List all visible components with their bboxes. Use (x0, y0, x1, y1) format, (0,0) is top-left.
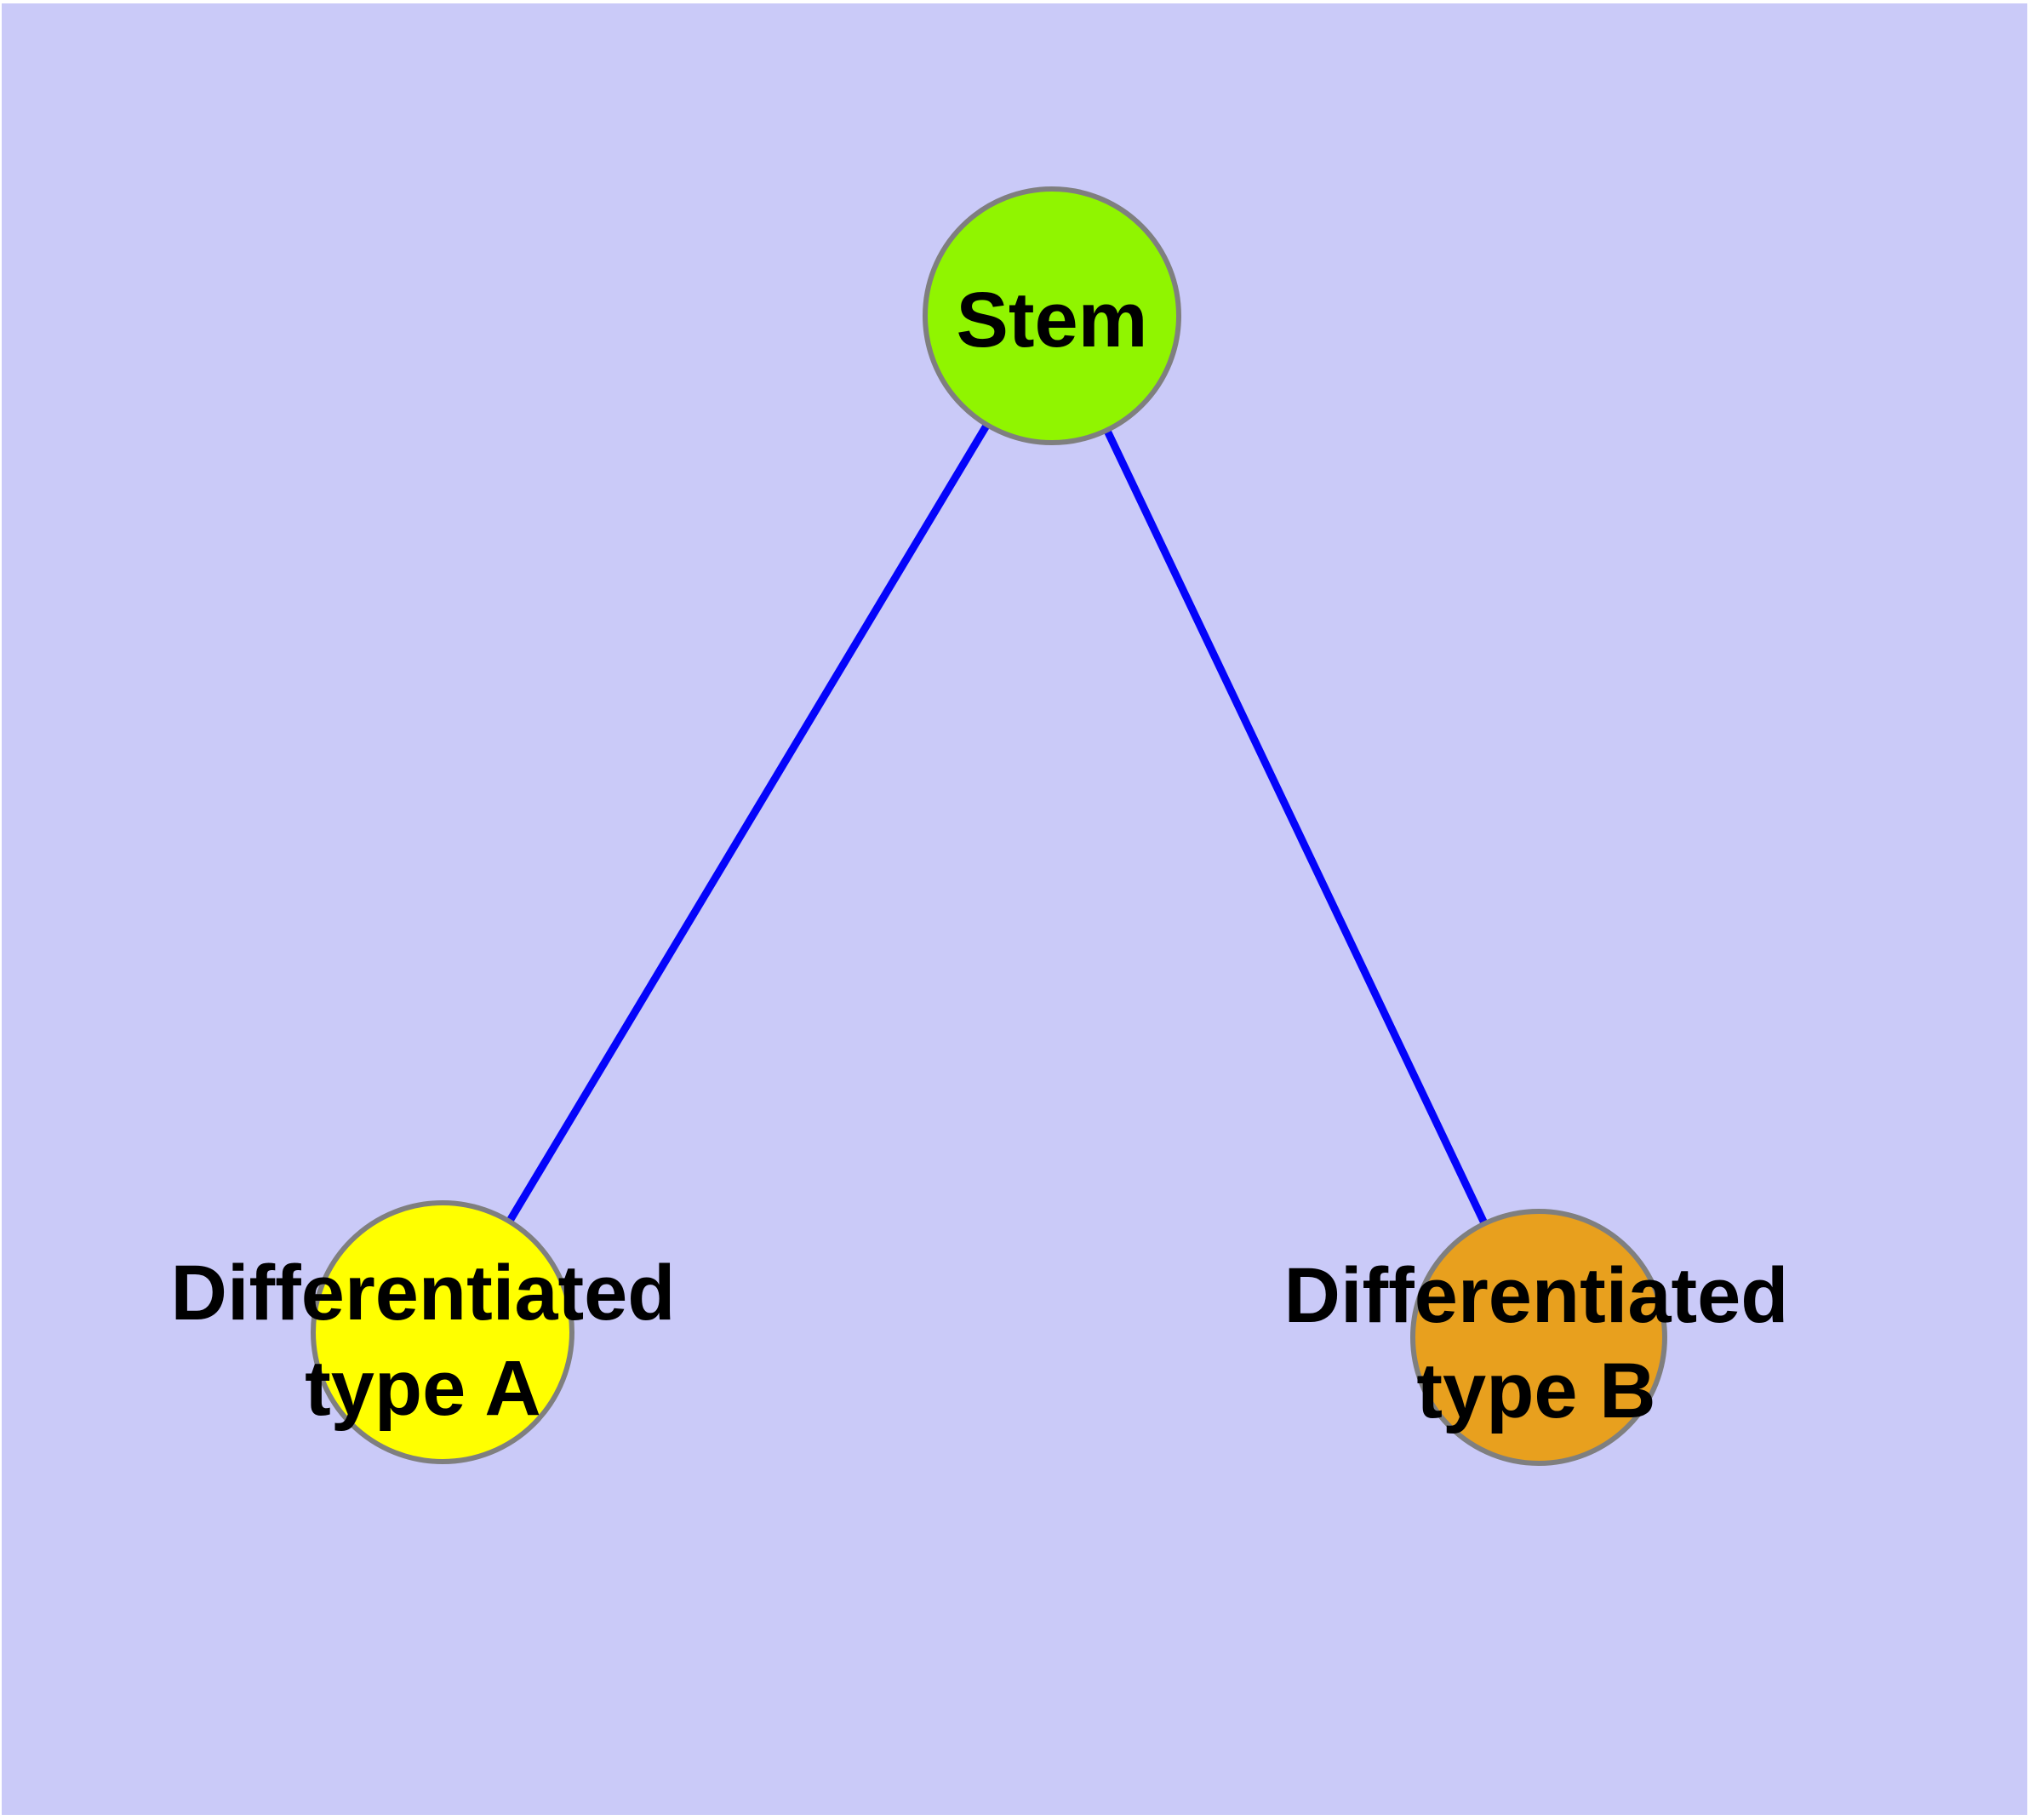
node-stem-label-text: Stem (956, 276, 1148, 363)
node-type-a-circle (311, 1200, 574, 1464)
node-type-b-label: Differentiated type B (1284, 1248, 1789, 1439)
diagram-canvas: Stem Differentiated type A Differentiate… (2, 3, 2027, 1815)
graph-svg (311, 186, 1667, 1466)
node-type-a-label-line2: type A (305, 1345, 541, 1432)
node-type-b-circle (1410, 1209, 1667, 1466)
node-type-b-label-line2: type B (1416, 1348, 1656, 1434)
node-type-a-label-line1: Differentiated (170, 1249, 676, 1336)
node-stem-circle (923, 186, 1181, 445)
node-type-b-label-line1: Differentiated (1283, 1251, 1789, 1339)
edge-stem-to-type-b (1103, 429, 1489, 1227)
node-stem-label: Stem (957, 272, 1148, 368)
edge-stem-to-type-a (506, 423, 990, 1223)
node-type-a-label: Differentiated type A (171, 1245, 676, 1436)
